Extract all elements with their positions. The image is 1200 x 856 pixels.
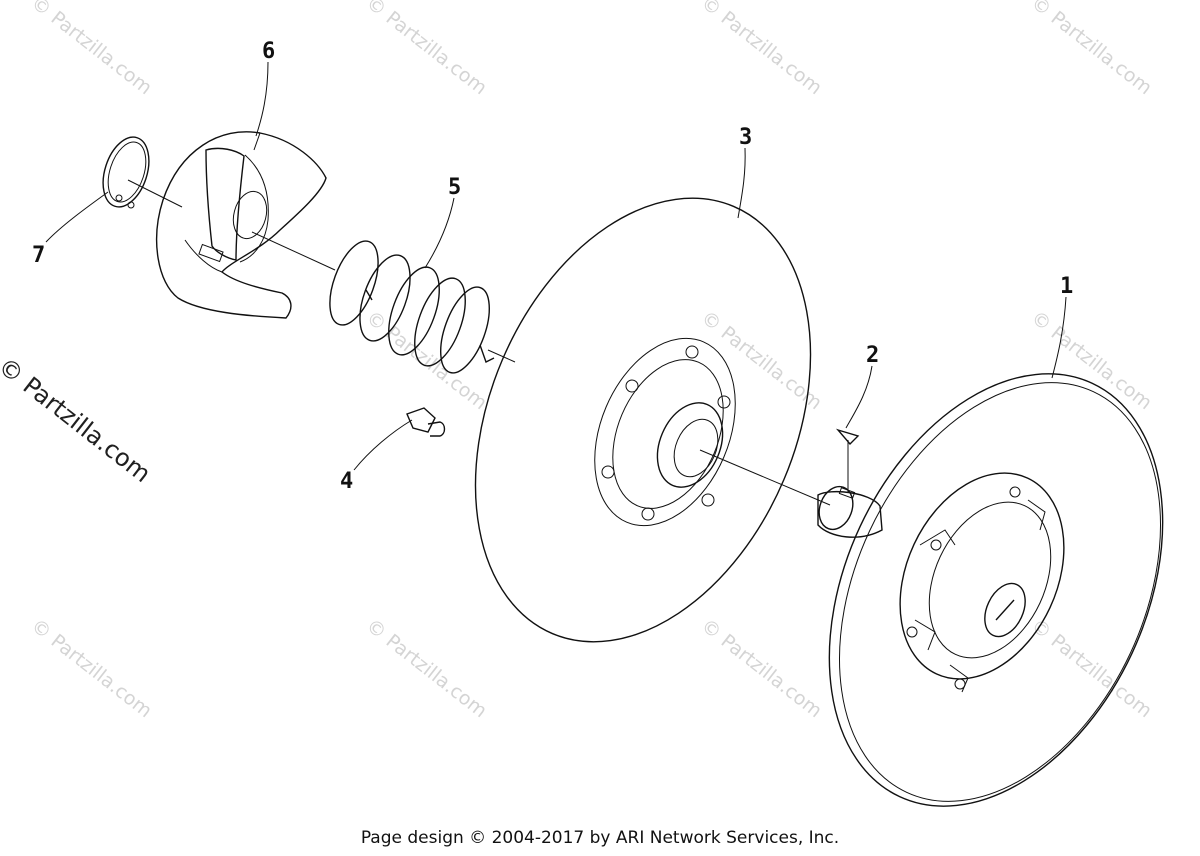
- callout-2: 2: [845, 343, 879, 492]
- watermark: © Partzilla.com: [1027, 0, 1156, 99]
- callout-label: 5: [448, 175, 461, 200]
- page-footer: Page design © 2004-2017 by ARI Network S…: [360, 828, 840, 848]
- callout-label: 2: [866, 343, 879, 368]
- callout-label: 7: [32, 243, 45, 268]
- center-axis: [127, 179, 831, 506]
- watermark: © Partzilla.com: [1027, 307, 1156, 415]
- callout-5: 5: [424, 175, 461, 269]
- watermark: © Partzilla.com: [697, 615, 826, 723]
- callout-3: 3: [737, 125, 752, 219]
- part-5-spring: [329, 240, 495, 374]
- part-3-movable-sheave: [474, 197, 812, 643]
- callout-label: 6: [262, 39, 275, 64]
- callout-label: 3: [739, 125, 752, 150]
- watermark-grid: © Partzilla.com © Partzilla.com © Partzi…: [27, 0, 1156, 722]
- part-1-fixed-sheave: [817, 373, 1164, 807]
- watermark: © Partzilla.com: [697, 0, 826, 99]
- callout-1: 1: [1051, 274, 1073, 379]
- part-2-key: [835, 428, 860, 446]
- watermark: © Partzilla.com: [1027, 615, 1156, 723]
- callout-label: 4: [340, 469, 353, 494]
- callout-7: 7: [32, 191, 109, 268]
- part-7-snap-ring: [102, 136, 150, 209]
- part-6-helix-cam: [156, 131, 327, 319]
- watermark: © Partzilla.com: [27, 615, 156, 723]
- part-4-slider-button: [406, 407, 446, 437]
- watermark: © Partzilla.com: [362, 0, 491, 99]
- watermark: © Partzilla.com: [362, 615, 491, 723]
- callout-6: 6: [255, 39, 275, 137]
- callout-4: 4: [340, 419, 413, 494]
- callout-label: 1: [1060, 274, 1073, 299]
- watermark: © Partzilla.com: [27, 0, 156, 99]
